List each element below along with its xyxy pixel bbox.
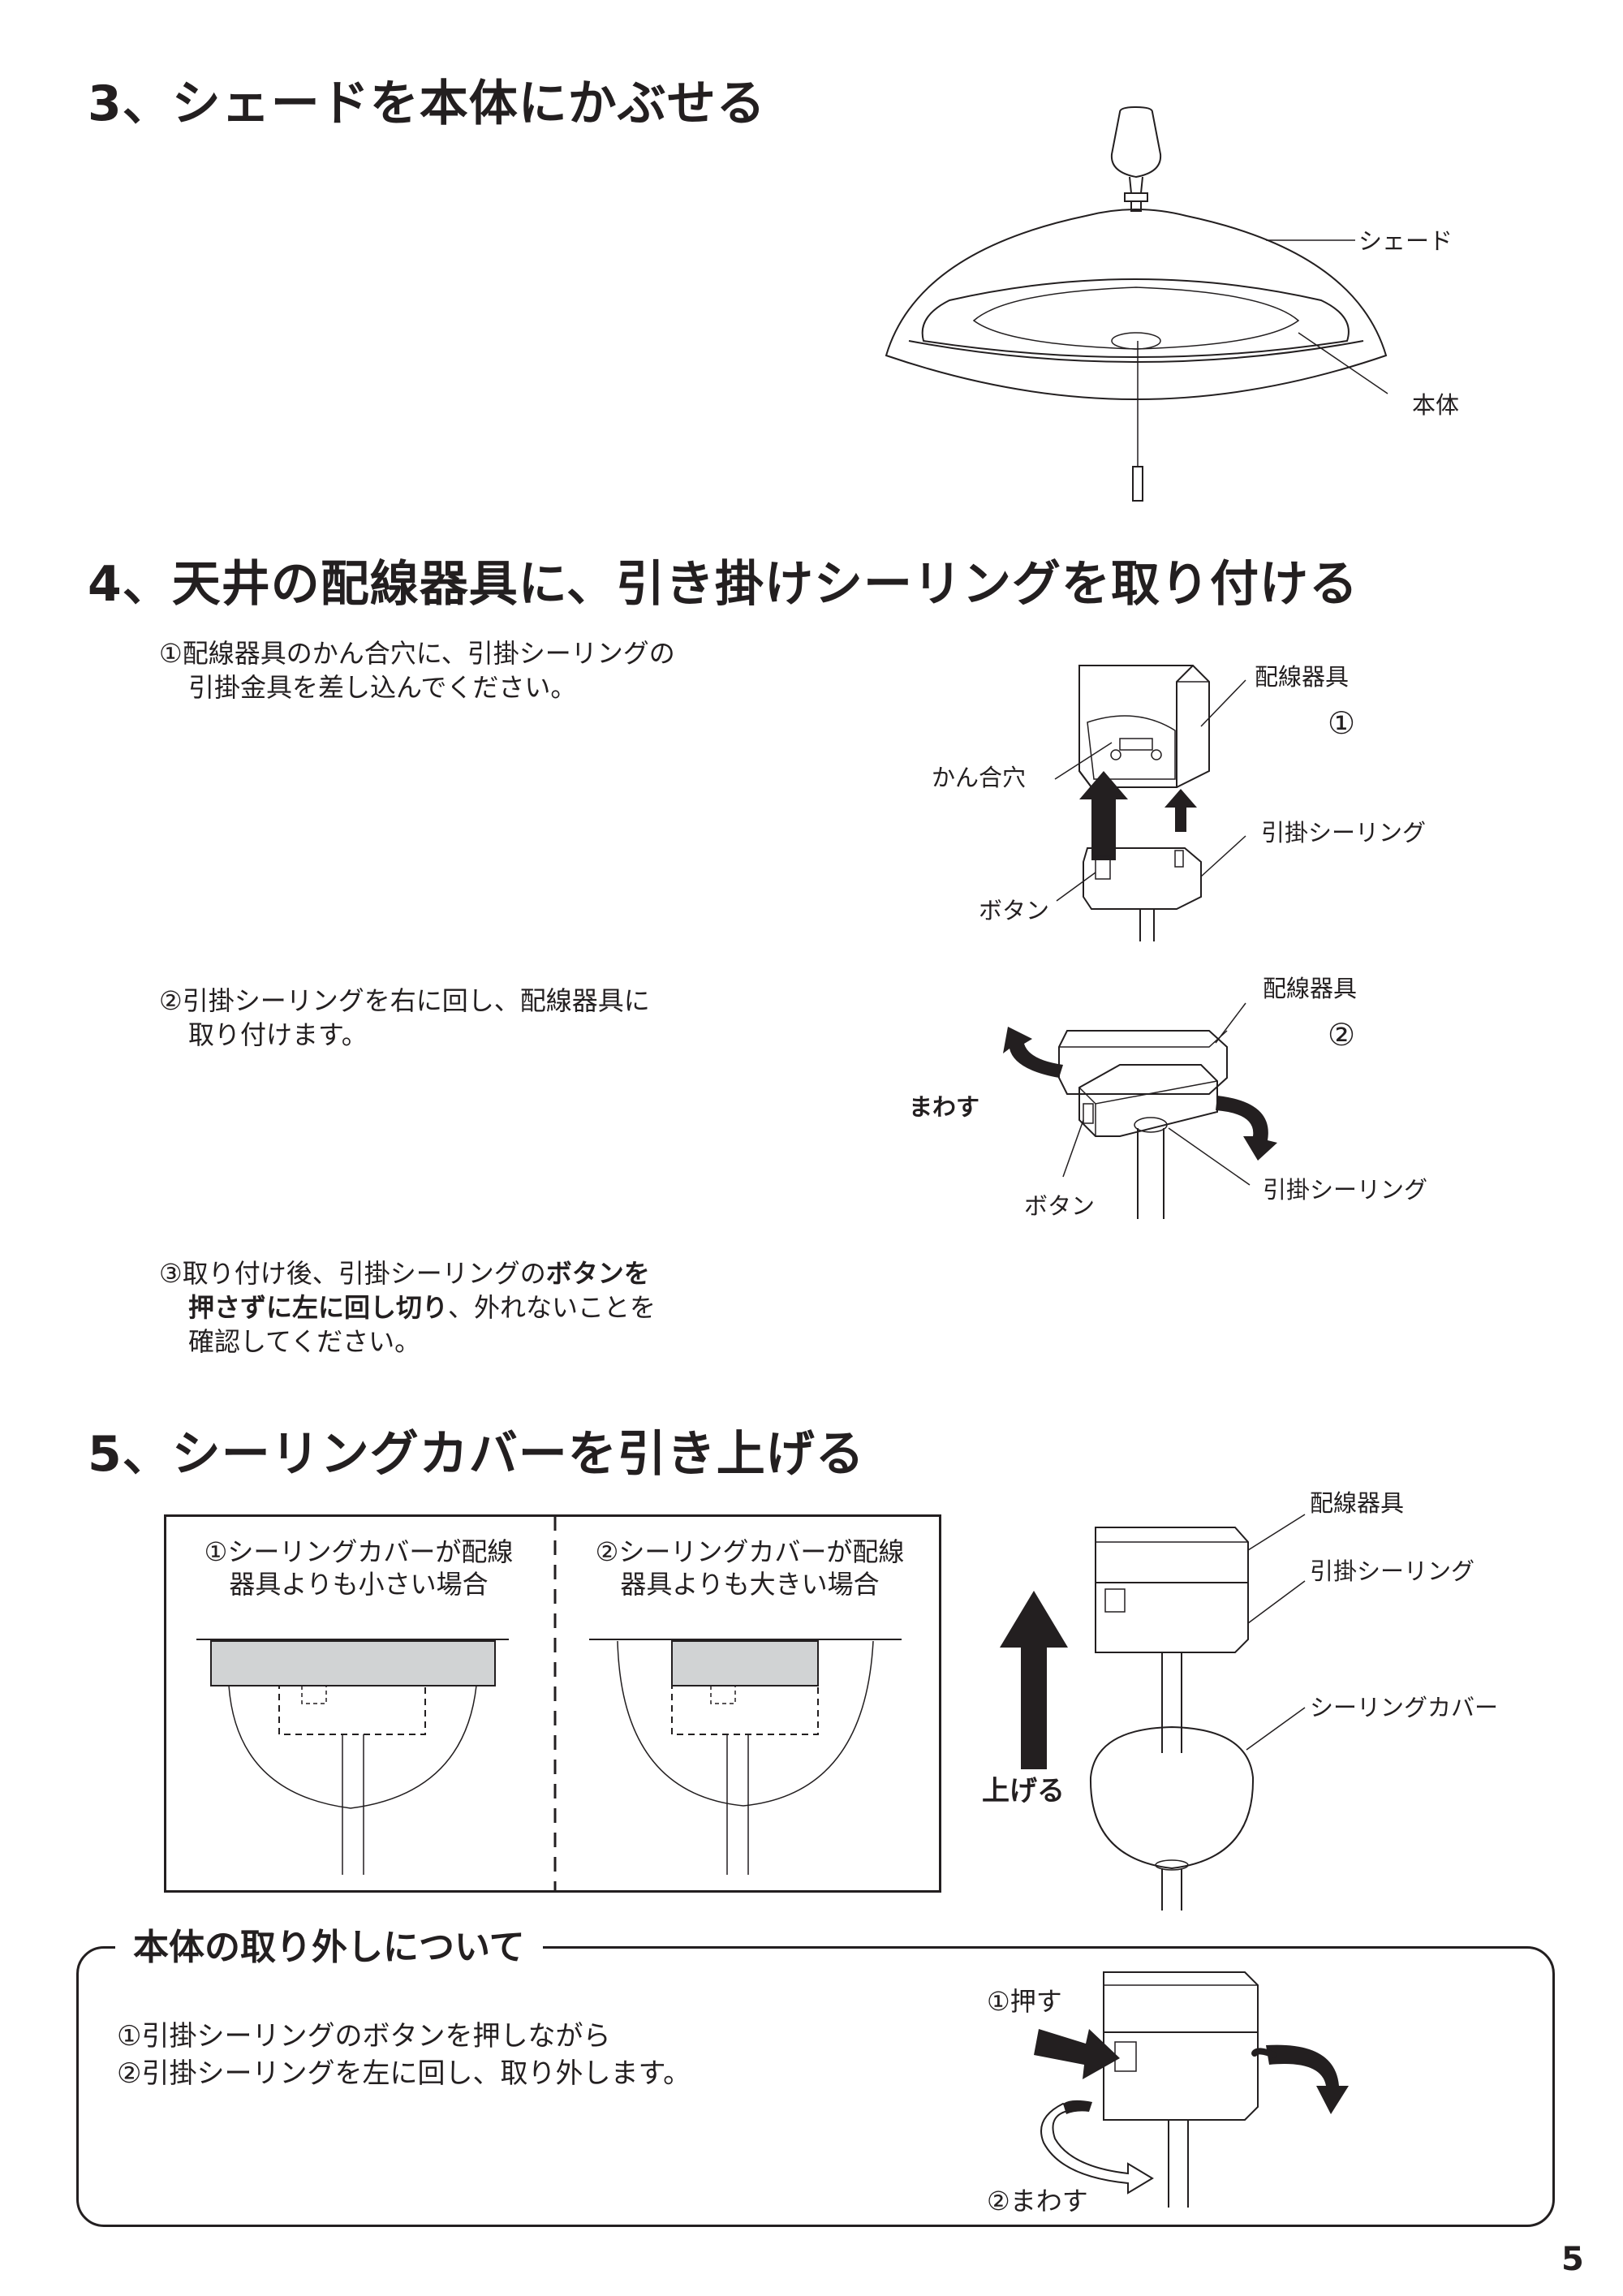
- step-1-text: ①配線器具のかん合穴に、引掛シーリングの 引掛金具を差し込んでください。: [159, 638, 675, 703]
- box-divider-dashed: [553, 1516, 557, 1891]
- s1-label-ceiling: 引掛シーリング: [1261, 819, 1427, 846]
- s2-label-fixture: 配線器具: [1263, 975, 1358, 1002]
- s2-label-turn: まわす: [909, 1093, 980, 1121]
- removal-info-box: [76, 1946, 1555, 2227]
- removal-text: ①引掛シーリングのボタンを押しながら ②引掛シーリングを左に回し、取り外します。: [117, 2020, 691, 2090]
- label-shade: シェード: [1358, 227, 1453, 255]
- s2-label-button: ボタン: [1024, 1192, 1096, 1220]
- step-3-text: ③取り付け後、引掛シーリングのボタンを 押さずに左に回し切り、外れないことを 確…: [159, 1258, 657, 1357]
- s5-label-ceiling: 引掛シーリング: [1310, 1557, 1475, 1585]
- s2-label-num: ②: [1328, 1017, 1356, 1053]
- case-2-drawing: [589, 1639, 902, 1875]
- label-body: 本体: [1412, 391, 1460, 419]
- s1-label-button: ボタン: [979, 897, 1050, 924]
- removal-label-push: ①押す: [987, 1986, 1062, 2017]
- s5-label-cover: シーリングカバー: [1310, 1694, 1499, 1721]
- s1-label-hole: かん合穴: [932, 764, 1027, 791]
- pendant-lamp-illustration: [885, 106, 1388, 502]
- section-5-title: 5、シーリングカバーを引き上げる: [88, 1426, 865, 1483]
- case-1-drawing: [196, 1639, 509, 1875]
- s2-label-ceiling: 引掛シーリング: [1263, 1176, 1428, 1204]
- section-4-title: 4、天井の配線器具に、引き掛けシーリングを取り付ける: [88, 556, 1358, 613]
- s5-label-fixture: 配線器具: [1310, 1489, 1405, 1517]
- page-number: 5: [1561, 2241, 1584, 2278]
- section-3-title: 3、シェードを本体にかぶせる: [88, 75, 766, 132]
- s1-label-fixture: 配線器具: [1255, 663, 1350, 691]
- step-2-illustration: [1003, 1002, 1277, 1219]
- step-2-text: ②引掛シーリングを右に回し、配線器具に 取り付けます。: [159, 985, 650, 1050]
- s5-label-raise: 上げる: [982, 1775, 1065, 1807]
- cover-size-comparison-box: [164, 1514, 941, 1893]
- removal-illustration: [1034, 1971, 1349, 2208]
- removal-title: 本体の取り外しについて: [115, 1925, 543, 1971]
- step-1-illustration: [1054, 665, 1246, 941]
- raise-cover-illustration: [1000, 1514, 1306, 1910]
- removal-label-turn: ②まわす: [987, 2186, 1088, 2216]
- s1-label-num: ①: [1328, 705, 1356, 741]
- case-2-text: ②シーリングカバーが配線 器具よりも大きい場合: [595, 1536, 905, 1600]
- case-1-text: ①シーリングカバーが配線 器具よりも小さい場合: [204, 1536, 514, 1600]
